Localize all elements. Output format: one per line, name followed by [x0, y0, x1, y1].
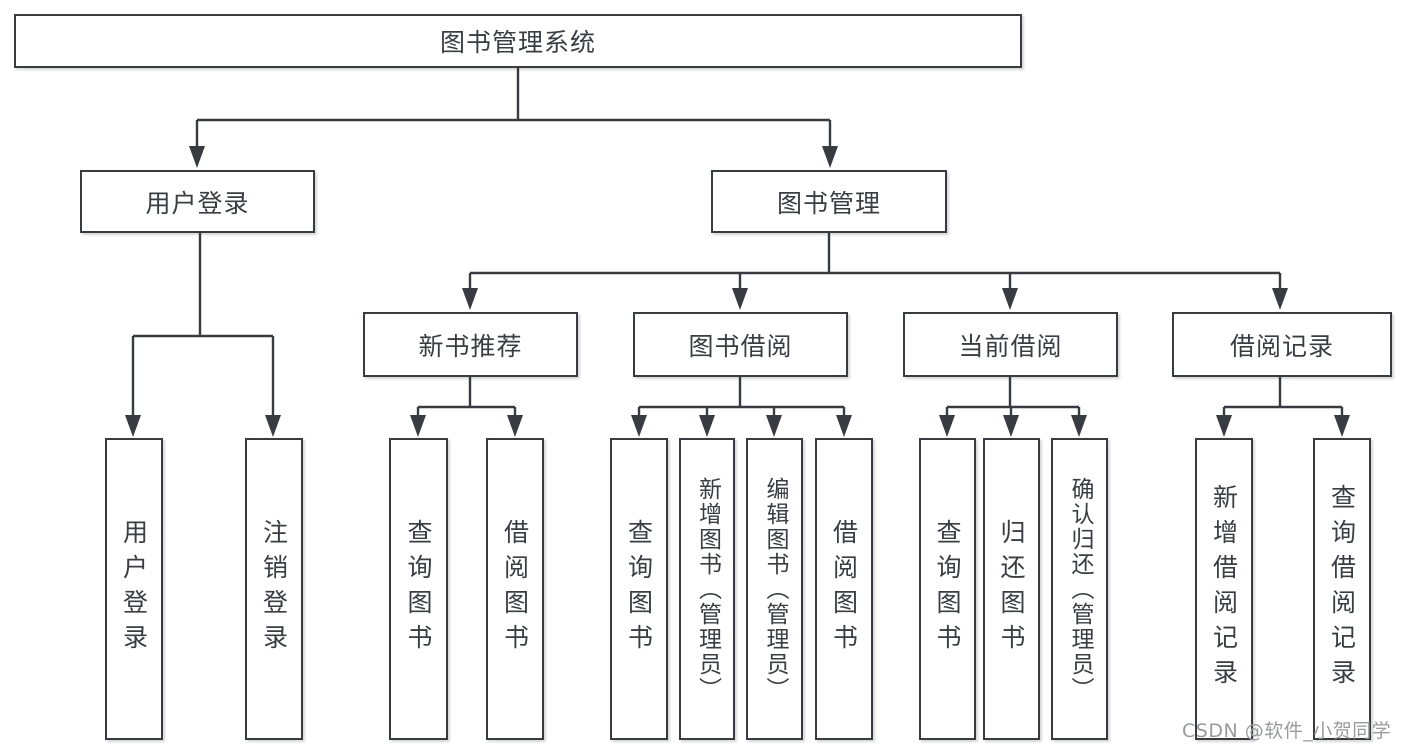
node-user-login: 用户登录: [80, 170, 315, 233]
leaf-query-borrow-record: 查询借阅记录: [1313, 438, 1371, 740]
connector-current-borrow-branch: [939, 377, 1087, 437]
leaf-borrow-books-recommend: 借阅图书: [486, 438, 544, 740]
leaf-return-books: 归还图书: [983, 438, 1040, 740]
leaf-add-books-admin: 新增图书（管理员）: [679, 438, 735, 740]
connector-new-book-recommend-branch: [410, 377, 523, 437]
leaf-query-books-recommend: 查询图书: [389, 438, 448, 740]
node-borrow-records: 借阅记录: [1172, 312, 1392, 377]
connector-book-borrow-branch: [631, 377, 852, 437]
leaf-user-login: 用户登录: [105, 438, 163, 740]
node-new-book-recommend: 新书推荐: [363, 312, 578, 377]
leaf-borrow-books: 借阅图书: [815, 438, 873, 740]
leaf-query-books-current: 查询图书: [919, 438, 976, 740]
connector-borrow-records-branch: [1216, 377, 1350, 437]
node-book-management: 图书管理: [711, 170, 947, 233]
node-library-management-system: 图书管理系统: [14, 14, 1022, 68]
leaf-edit-books-admin: 编辑图书（管理员）: [746, 438, 803, 740]
leaf-logout: 注销登录: [245, 438, 303, 740]
connector-root-to-level2: [189, 68, 838, 168]
leaf-query-books-borrow: 查询图书: [610, 438, 668, 740]
csdn-watermark: CSDN @软件_小贺同学: [1182, 720, 1392, 742]
connector-book-management-to-level3: [462, 233, 1288, 310]
connector-user-login-branch: [125, 233, 281, 437]
leaf-confirm-return-admin: 确认归还（管理员）: [1051, 438, 1108, 740]
node-book-borrow: 图书借阅: [633, 312, 848, 377]
node-current-borrow: 当前借阅: [903, 312, 1118, 377]
leaf-add-borrow-record: 新增借阅记录: [1195, 438, 1253, 740]
